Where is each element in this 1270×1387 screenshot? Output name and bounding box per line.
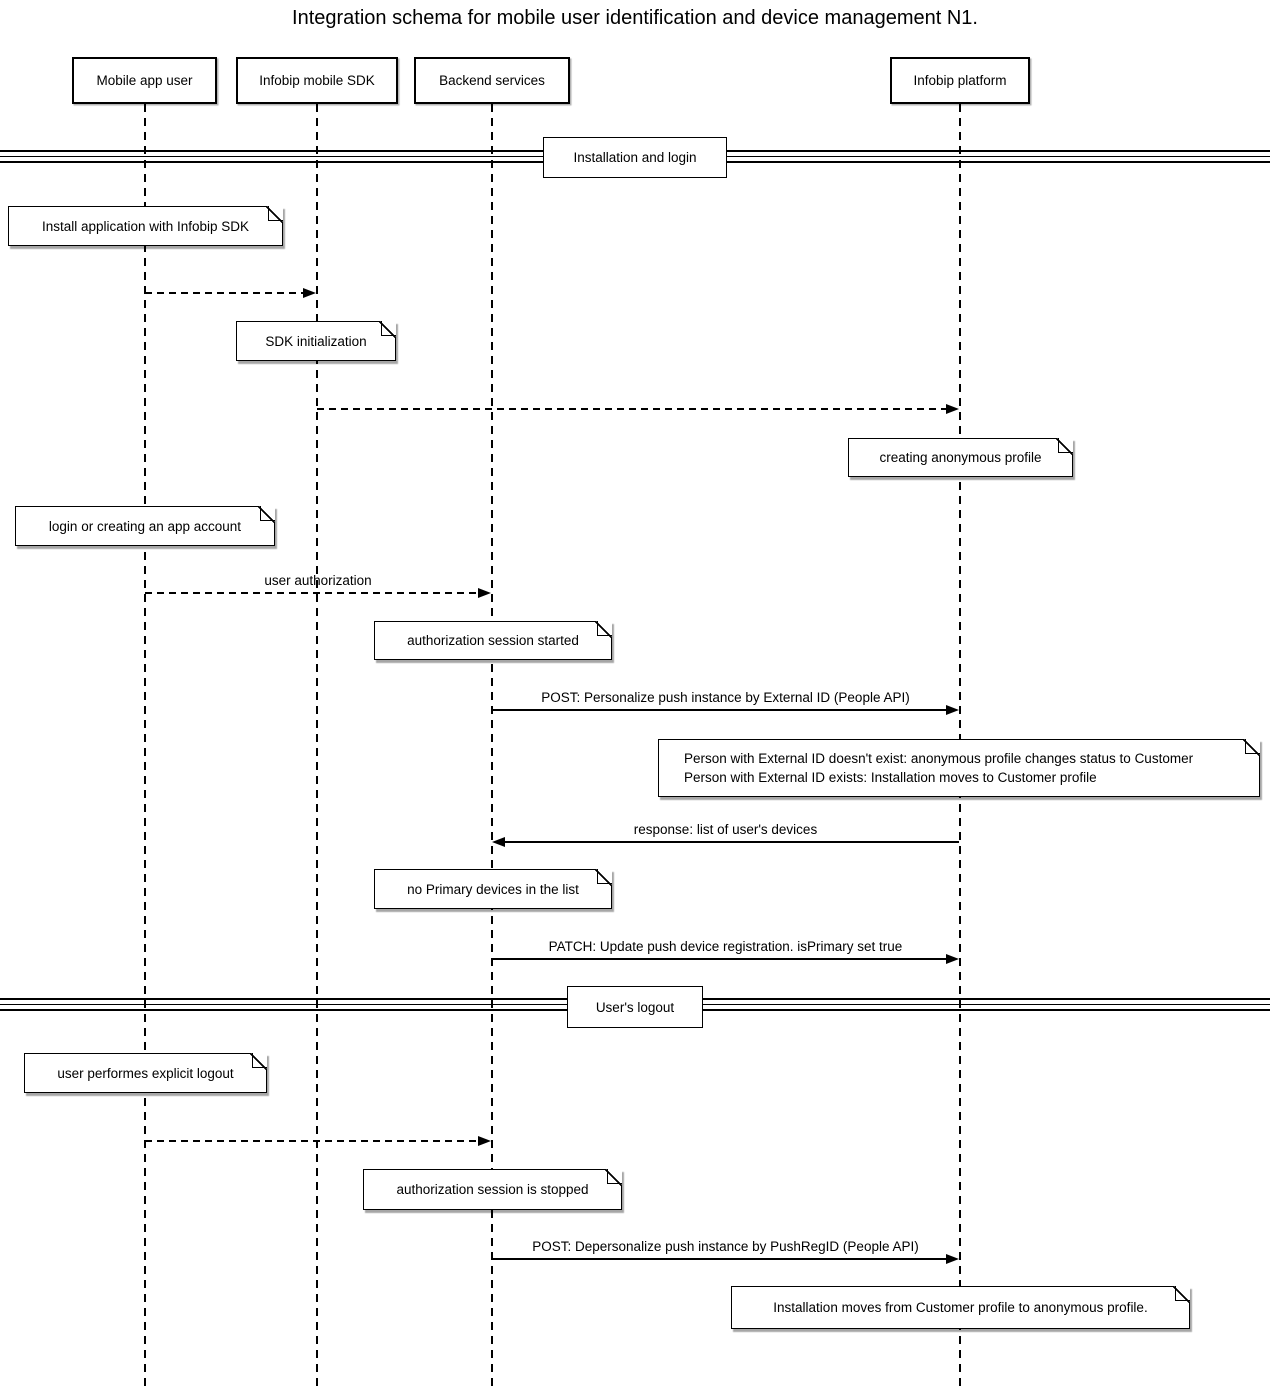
note-install-application: Install application with Infobip SDK [8,205,284,246]
message-line [145,592,479,594]
section-users-logout: User's logout [567,986,703,1028]
note-authorization-session-stopped: authorization session is stopped [363,1168,623,1210]
message-line [492,958,947,960]
message-line [145,292,304,294]
note-authorization-session-started: authorization session started [374,620,613,660]
note-login-or-create-account: login or creating an app account [15,505,276,546]
arrowhead-icon [303,287,316,298]
actor-infobip-platform: Infobip platform [890,57,1030,104]
arrowhead-icon [478,587,491,598]
message-line [317,408,947,410]
arrowhead-icon [478,1135,491,1146]
arrowhead-icon [946,403,959,414]
message-label: user authorization [264,573,372,588]
note-no-primary-devices: no Primary devices in the list [374,868,613,909]
section-installation-and-login: Installation and login [543,137,727,178]
arrowhead-icon [946,953,959,964]
lifeline-mobile-app-user [144,104,146,1387]
arrowhead-icon [946,704,959,715]
lifeline-infobip-mobile-sdk [316,104,318,1387]
note-user-explicit-logout: user performes explicit logout [24,1052,268,1093]
message-line [504,841,959,843]
note-line-2: Person with External ID exists: Installa… [684,770,1097,785]
note-line-1: Person with External ID doesn't exist: a… [684,751,1194,766]
actor-backend-services: Backend services [414,57,570,104]
arrowhead-icon [492,836,505,847]
message-label: POST: Personalize push instance by Exter… [541,690,910,705]
diagram-title: Integration schema for mobile user ident… [292,7,978,29]
message-label: POST: Depersonalize push instance by Pus… [532,1239,919,1254]
lifeline-backend-services [491,104,493,1387]
arrowhead-icon [946,1253,959,1264]
actor-infobip-mobile-sdk: Infobip mobile SDK [236,57,398,104]
message-line [492,709,947,711]
message-label: response: list of user's devices [633,822,818,837]
message-line [492,1258,947,1260]
note-installation-moves-to-anonymous: Installation moves from Customer profile… [731,1285,1191,1329]
message-label: PATCH: Update push device registration. … [548,939,903,954]
message-line [145,1140,479,1142]
actor-mobile-app-user: Mobile app user [72,57,217,104]
note-creating-anonymous-profile: creating anonymous profile [848,437,1074,477]
note-external-id-rules: Person with External ID doesn't exist: a… [658,738,1261,797]
note-sdk-initialization: SDK initialization [236,320,397,361]
